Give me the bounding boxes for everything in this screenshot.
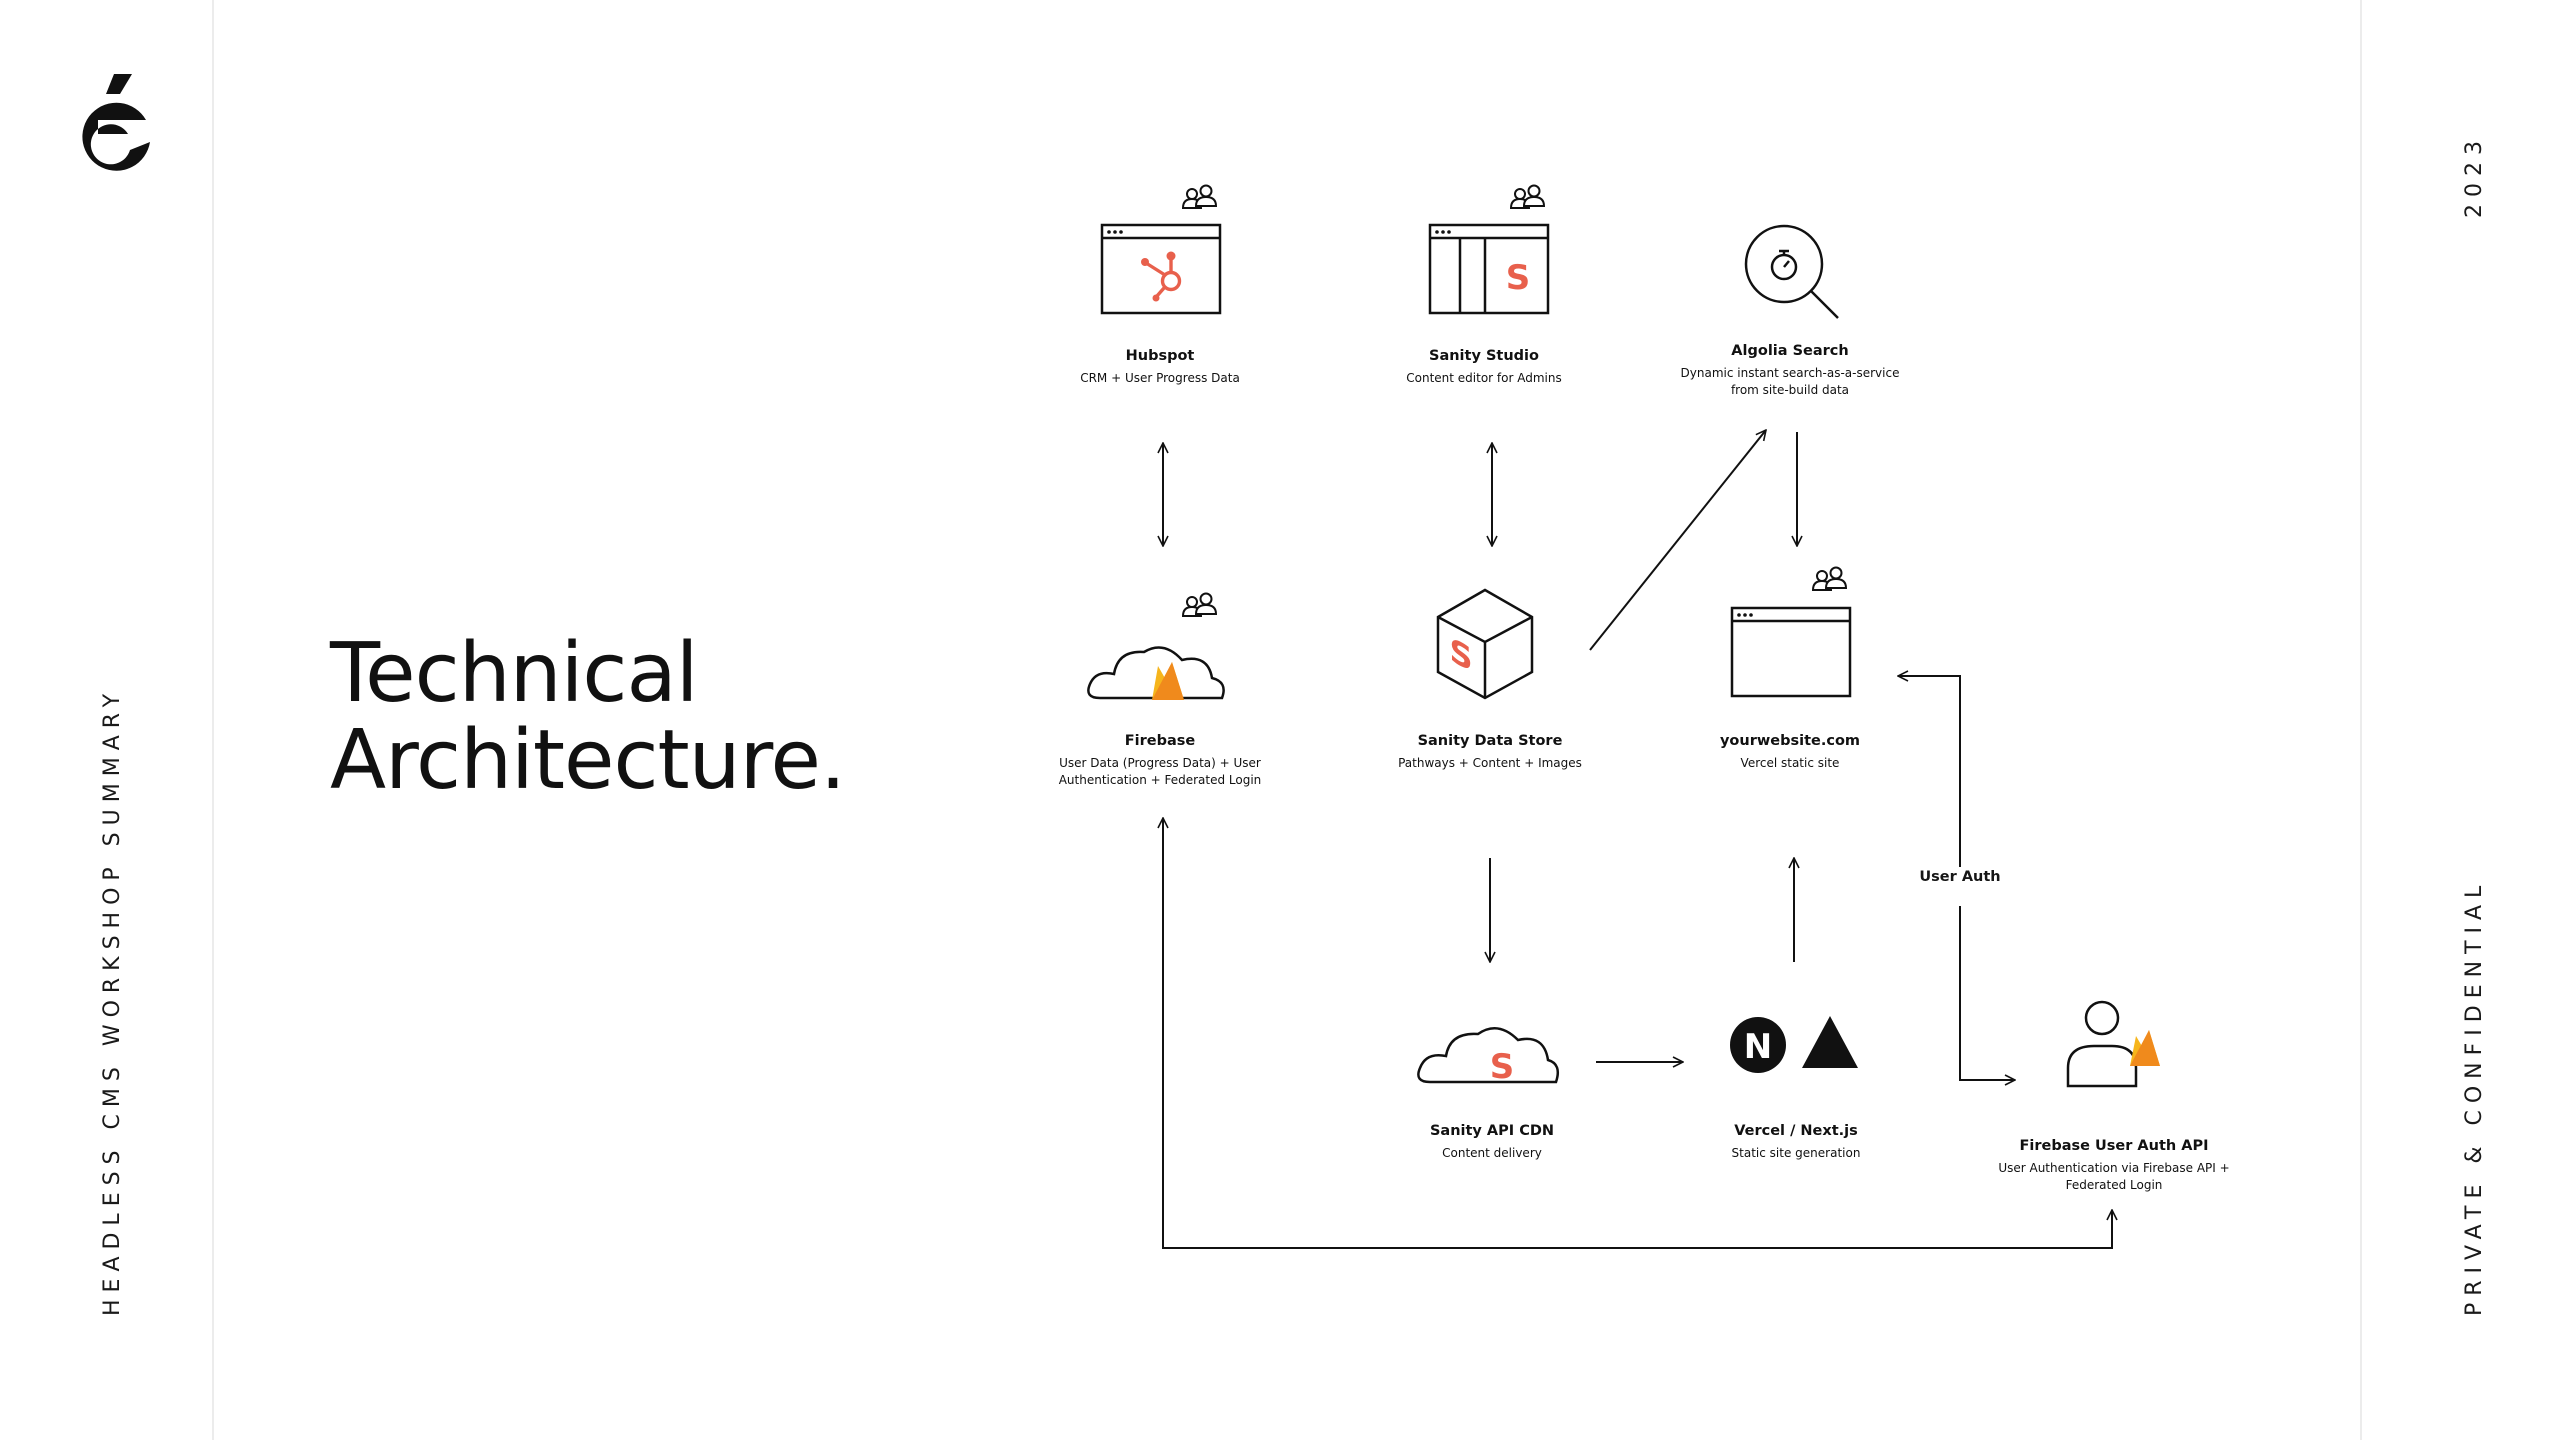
brand-logo-icon: [82, 74, 150, 171]
edges: [1163, 430, 2112, 1249]
node-name: Sanity API CDN: [1429, 1123, 1555, 1139]
node-label-vercel: Vercel / Next.js Static site generation: [1732, 1121, 1861, 1162]
node-desc: Pathways + Content + Images: [1398, 756, 1582, 770]
node-name: Sanity Data Store: [1417, 733, 1563, 749]
node-label-firebase-auth: Firebase User Auth API User Authenticati…: [1998, 1136, 2229, 1194]
node-name: Hubspot: [1125, 348, 1195, 364]
browser-hubspot-icon: [1100, 223, 1222, 315]
node-label-sanity-cdn: Sanity API CDN Content delivery: [1430, 1121, 1554, 1162]
node-desc: Vercel static site: [1740, 756, 1840, 770]
users-icon: [1510, 184, 1545, 209]
nextjs-vercel-icon: N: [1730, 1016, 1858, 1073]
browser-window-icon: [1730, 606, 1852, 698]
node-desc-line1: Dynamic instant search-as-a-service: [1680, 366, 1900, 380]
user-firebase-icon: [2066, 1000, 2160, 1088]
edge-auth-website: [1898, 676, 1961, 885]
title-line-1: Technical: [330, 626, 699, 721]
node-name: Vercel / Next.js: [1734, 1123, 1858, 1139]
node-name: Sanity Studio: [1429, 348, 1539, 364]
cloud-firebase-icon: [1087, 646, 1225, 700]
node-desc-line2: Federated Login: [2065, 1178, 2163, 1192]
users-icon: [1182, 592, 1217, 617]
node-desc-line1: User Data (Progress Data) + User: [1059, 756, 1261, 770]
node-desc-line1: User Authentication via Firebase API +: [1998, 1161, 2230, 1175]
cube-sanity-icon: S: [1436, 588, 1534, 700]
edge-firebase-authapi: [1163, 818, 2112, 1249]
sanity-letter: S: [1449, 631, 1472, 680]
node-label-sanity-studio: Sanity Studio Content editor for Admins: [1406, 346, 1561, 387]
sanity-letter: S: [1506, 258, 1531, 298]
edge-label-user-auth: User Auth: [1915, 867, 2005, 887]
node-desc: Content delivery: [1442, 1146, 1542, 1160]
users-icon: [1182, 184, 1217, 209]
edge-store-algolia: [1589, 430, 1766, 651]
right-rail-divider: [2360, 0, 2362, 1440]
node-desc: Static site generation: [1731, 1146, 1861, 1160]
browser-sanity-icon: S: [1428, 223, 1550, 315]
node-name: Firebase User Auth API: [2019, 1138, 2209, 1154]
edge-userauth-auth: [1959, 906, 2015, 1080]
node-name: yourwebsite.com: [1719, 733, 1861, 749]
sanity-letter: S: [1490, 1047, 1515, 1087]
node-name: Algolia Search: [1731, 343, 1849, 359]
node-desc-line2: Authentication + Federated Login: [1058, 773, 1262, 787]
page-title: Technical Architecture.: [330, 626, 846, 808]
cloud-sanity-icon: S: [1417, 1027, 1559, 1087]
node-label-sanity-store: Sanity Data Store Pathways + Content + I…: [1398, 731, 1582, 772]
left-rail-divider: [212, 0, 214, 1440]
node-desc: Content editor for Admins: [1406, 371, 1562, 385]
node-name: Firebase: [1124, 733, 1196, 749]
node-label-algolia: Algolia Search Dynamic instant search-as…: [1681, 341, 1900, 399]
node-desc-line2: from site-build data: [1730, 383, 1850, 397]
title-line-2: Architecture.: [330, 713, 846, 808]
magnifier-stopwatch-icon: [1744, 224, 1839, 319]
node-label-firebase: Firebase User Data (Progress Data) + Use…: [1059, 731, 1262, 789]
node-label-hubspot: Hubspot CRM + User Progress Data: [1080, 346, 1240, 387]
node-label-website: yourwebsite.com Vercel static site: [1720, 731, 1860, 772]
users-icon: [1812, 566, 1847, 591]
next-letter: N: [1744, 1027, 1772, 1067]
node-desc: CRM + User Progress Data: [1080, 371, 1240, 385]
